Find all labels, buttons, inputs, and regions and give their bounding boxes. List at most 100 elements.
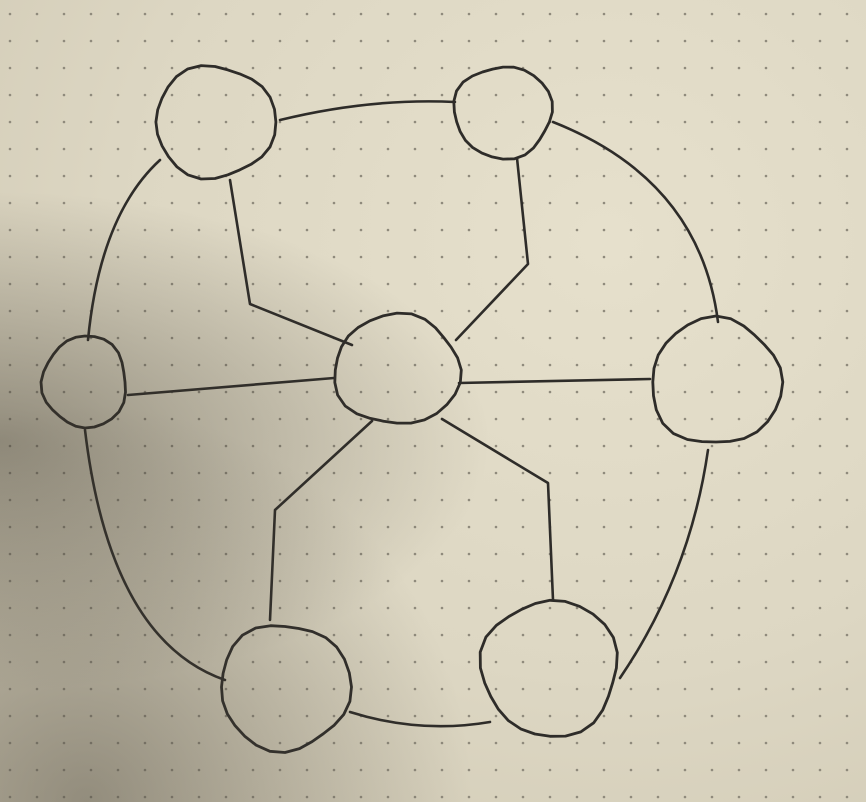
grid-dot	[116, 201, 120, 205]
grid-dot	[359, 633, 363, 637]
grid-dot	[521, 660, 525, 664]
grid-dot	[35, 606, 39, 610]
grid-dot	[35, 120, 39, 124]
edge-layer	[83, 100, 720, 728]
grid-dot	[143, 471, 147, 475]
grid-dot	[683, 552, 687, 556]
grid-dot	[791, 525, 795, 529]
grid-dot	[413, 120, 417, 124]
grid-dot	[440, 498, 444, 502]
grid-dot	[116, 687, 120, 691]
grid-dot	[629, 552, 633, 556]
grid-dot	[548, 390, 552, 394]
grid-dot	[521, 363, 525, 367]
grid-dot	[764, 687, 768, 691]
grid-dot	[575, 93, 579, 97]
grid-dot	[386, 309, 390, 313]
grid-dot	[251, 336, 255, 340]
edge-right-bottom-right	[618, 448, 710, 680]
grid-dot	[764, 795, 768, 799]
grid-dot	[656, 498, 660, 502]
grid-dot	[629, 444, 633, 448]
grid-dot	[170, 741, 174, 745]
grid-dot	[251, 687, 255, 691]
grid-dot	[548, 660, 552, 664]
grid-dot	[683, 228, 687, 232]
grid-dot	[548, 579, 552, 583]
grid-dot	[413, 12, 417, 16]
grid-dot	[521, 390, 525, 394]
grid-dot	[170, 687, 174, 691]
grid-dot	[575, 390, 579, 394]
grid-dot	[89, 795, 93, 799]
grid-dot	[683, 147, 687, 151]
grid-dot	[656, 660, 660, 664]
grid-dot	[602, 552, 606, 556]
grid-dot	[143, 12, 147, 16]
grid-dot	[737, 633, 741, 637]
grid-dot	[764, 444, 768, 448]
grid-dot	[710, 93, 714, 97]
grid-dot	[386, 201, 390, 205]
grid-dot	[197, 471, 201, 475]
grid-dot	[710, 174, 714, 178]
grid-dot	[413, 498, 417, 502]
grid-dot	[845, 201, 849, 205]
grid-dot	[359, 93, 363, 97]
grid-dot	[548, 228, 552, 232]
grid-dot	[197, 228, 201, 232]
grid-dot	[143, 525, 147, 529]
grid-dot	[413, 552, 417, 556]
grid-dot	[386, 687, 390, 691]
grid-dot	[332, 363, 336, 367]
grid-dot	[467, 444, 471, 448]
grid-dot	[710, 795, 714, 799]
grid-dot	[8, 174, 12, 178]
grid-dot	[8, 93, 12, 97]
grid-dot	[143, 201, 147, 205]
grid-dot	[305, 714, 309, 718]
grid-dot	[764, 633, 768, 637]
grid-dot	[332, 714, 336, 718]
grid-dot	[170, 12, 174, 16]
grid-dot	[602, 93, 606, 97]
grid-dot	[521, 147, 525, 151]
grid-dot	[845, 282, 849, 286]
grid-dot	[224, 147, 228, 151]
grid-dot	[197, 687, 201, 691]
grid-dot	[548, 741, 552, 745]
grid-dot	[62, 39, 66, 43]
grid-dot	[386, 552, 390, 556]
grid-dot	[494, 417, 498, 421]
edge-center-right	[457, 377, 652, 385]
grid-dot	[818, 147, 822, 151]
grid-dot	[737, 39, 741, 43]
grid-dot	[845, 39, 849, 43]
grid-dot	[413, 363, 417, 367]
grid-dot	[764, 228, 768, 232]
grid-dot	[224, 336, 228, 340]
grid-dot	[197, 255, 201, 259]
grid-dot	[494, 579, 498, 583]
grid-dot	[386, 741, 390, 745]
grid-dot	[656, 309, 660, 313]
grid-dot	[89, 741, 93, 745]
grid-dot	[278, 39, 282, 43]
grid-dot	[143, 444, 147, 448]
grid-dot	[35, 795, 39, 799]
grid-dot	[629, 795, 633, 799]
grid-dot	[116, 255, 120, 259]
grid-dot	[251, 768, 255, 772]
grid-dot	[359, 39, 363, 43]
grid-dot	[575, 444, 579, 448]
grid-dot	[35, 174, 39, 178]
grid-dot	[116, 282, 120, 286]
grid-dot	[629, 579, 633, 583]
grid-dot	[386, 444, 390, 448]
grid-dot	[170, 309, 174, 313]
grid-dot	[764, 471, 768, 475]
grid-dot	[359, 201, 363, 205]
grid-dot	[818, 714, 822, 718]
grid-dot	[818, 363, 822, 367]
grid-dot	[575, 39, 579, 43]
